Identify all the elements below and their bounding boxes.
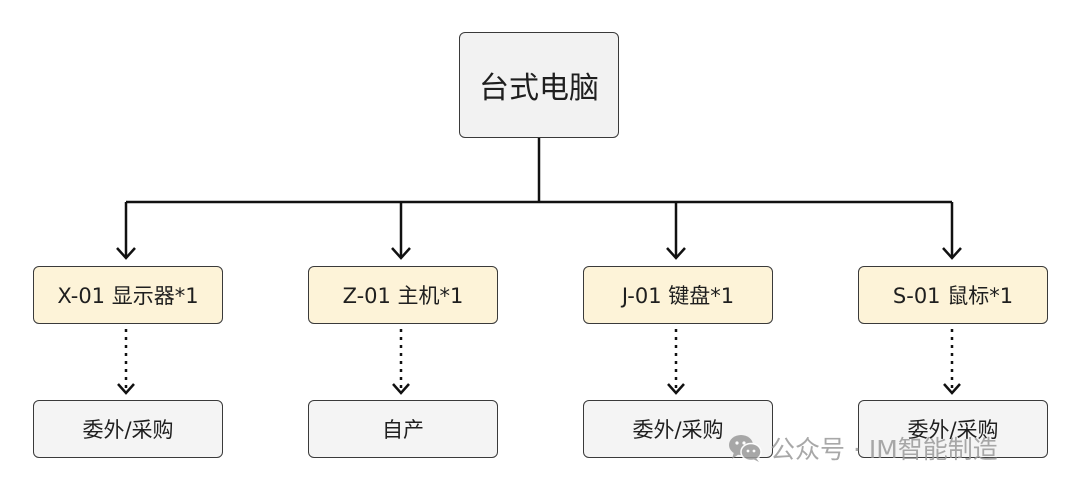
- source-label: 委外/采购: [82, 418, 174, 442]
- component-label: Z-01 主机*1: [342, 284, 464, 308]
- source-node-monitor: 委外/采购: [33, 400, 223, 458]
- dotted-arrowhead-1: [392, 383, 410, 395]
- source-label: 自产: [382, 418, 424, 442]
- component-node-keyboard: J-01 键盘*1: [583, 266, 773, 324]
- arrowhead-0: [116, 247, 136, 260]
- wechat-icon: [729, 435, 762, 462]
- source-node-mouse: 委外/采购: [858, 400, 1048, 458]
- source-label: 委外/采购: [907, 418, 999, 442]
- component-node-host: Z-01 主机*1: [308, 266, 498, 324]
- source-label: 委外/采购: [632, 418, 724, 442]
- source-node-host: 自产: [308, 400, 498, 458]
- dotted-arrowhead-2: [667, 383, 685, 395]
- dotted-arrowhead-3: [943, 383, 961, 395]
- root-label: 台式电脑: [479, 71, 599, 106]
- watermark: 公众号 · IM智能制造: [728, 428, 998, 468]
- component-label: S-01 鼠标*1: [892, 284, 1014, 308]
- component-node-mouse: S-01 鼠标*1: [858, 266, 1048, 324]
- arrowhead-1: [391, 247, 411, 260]
- watermark-text: 公众号 · IM智能制造: [770, 435, 998, 464]
- arrowhead-3: [942, 247, 962, 260]
- dotted-arrowhead-0: [117, 383, 135, 395]
- root-node: 台式电脑: [459, 32, 619, 138]
- arrowhead-2: [666, 247, 686, 260]
- component-label: X-01 显示器*1: [57, 284, 199, 308]
- component-label: J-01 键盘*1: [621, 284, 735, 308]
- component-node-monitor: X-01 显示器*1: [33, 266, 223, 324]
